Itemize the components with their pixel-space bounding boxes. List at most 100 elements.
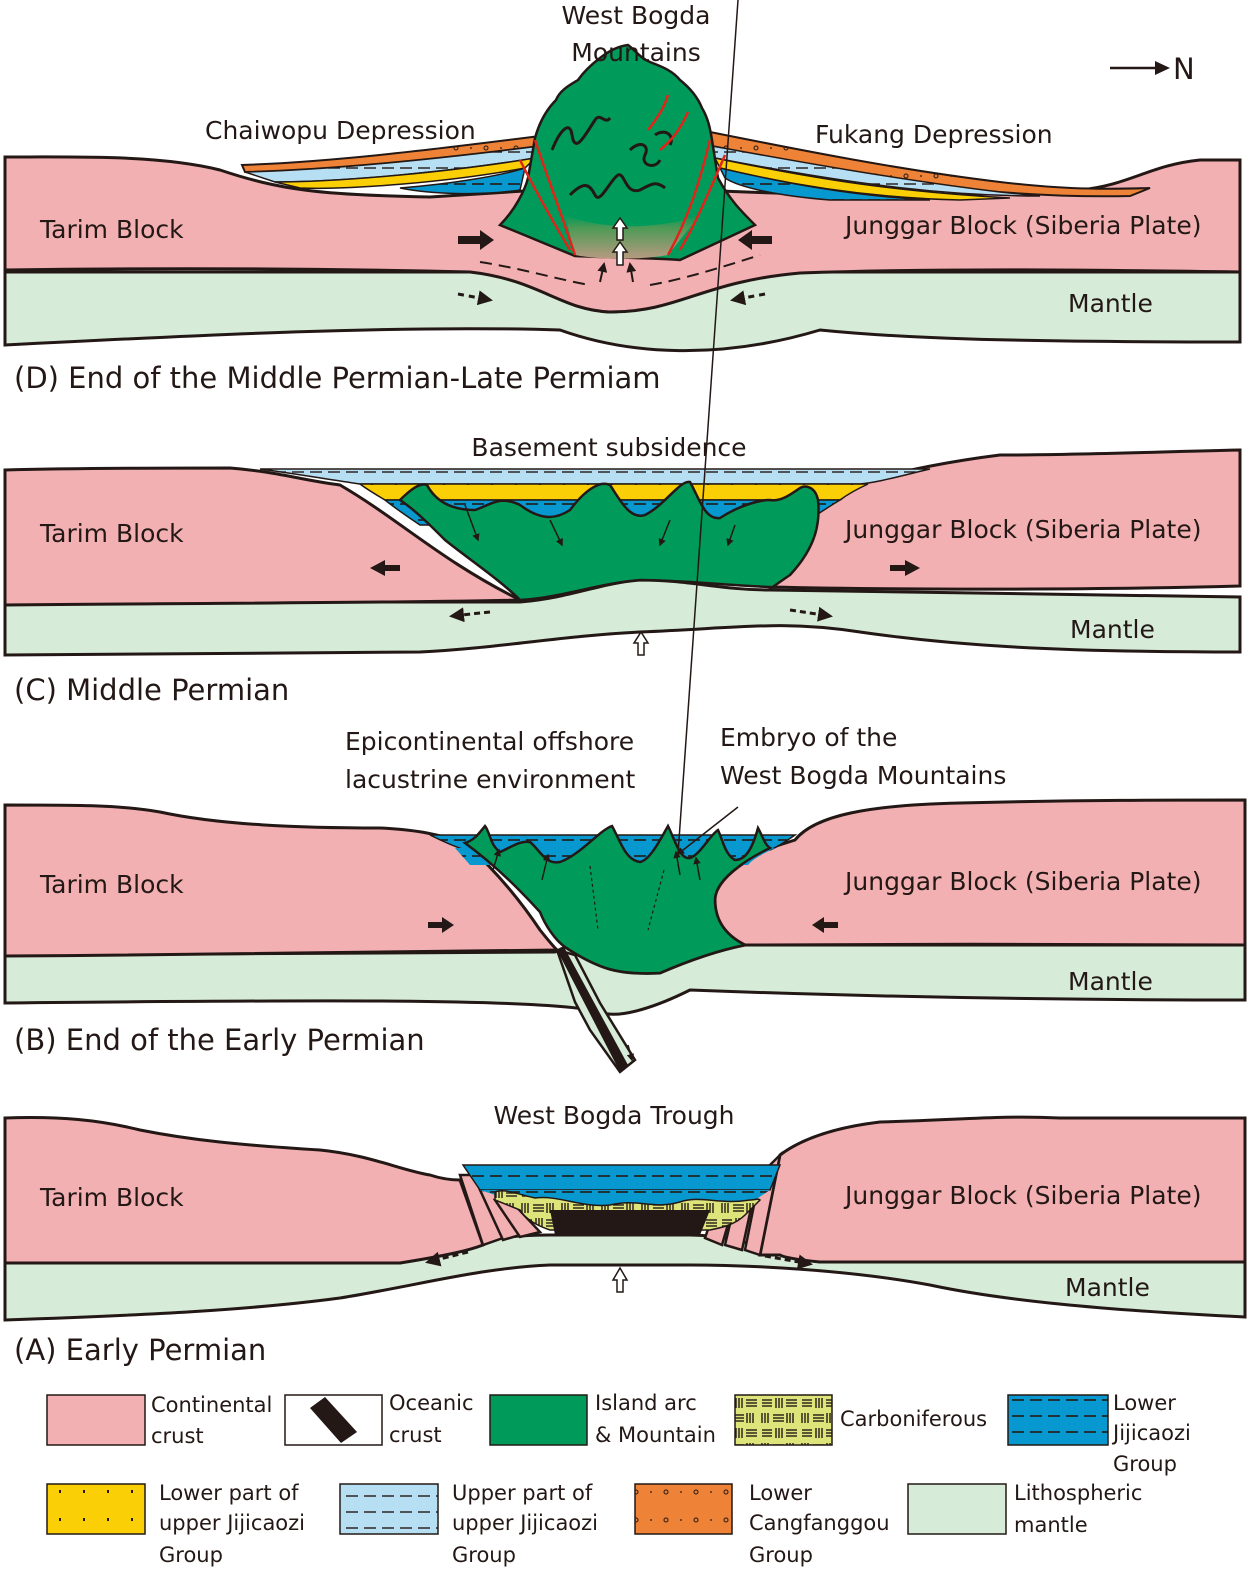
panel-d-fukang-label: Fukang Depression <box>815 120 1053 149</box>
legend-label: Jijicaozi <box>1111 1421 1191 1445</box>
legend-swatch <box>339 1483 439 1535</box>
panel-a-uplift-arrow-icon <box>611 1266 629 1293</box>
legend-label: crust <box>151 1424 204 1448</box>
panel-d-blue-left <box>399 166 527 195</box>
panel-b-thrust-faults <box>492 848 701 1062</box>
panel-a-trough-label: West Bogda Trough <box>493 1101 734 1130</box>
legend-label: Lower <box>749 1481 812 1505</box>
legend-item-lower-jijicaozi: Lower Jijicaozi Group <box>1007 1391 1191 1476</box>
panel-c-mantle-flow <box>449 606 833 623</box>
legend-label: Group <box>452 1543 516 1567</box>
panel-a-lake <box>461 1164 782 1191</box>
panel-c-extension-arrows <box>370 560 920 576</box>
panel-d-mantle-label: Mantle <box>1068 289 1153 318</box>
panel-d-tarim-label: Tarim Block <box>39 215 184 244</box>
panel-c-junggar-label: Junggar Block (Siberia Plate) <box>843 515 1202 544</box>
north-arrow-head-icon <box>1155 61 1170 75</box>
panel-b-dashed-faults <box>589 865 665 931</box>
legend: Continental crust Oceanic crust Island a… <box>46 1391 1191 1567</box>
panel-b-embryo-leader <box>676 806 739 855</box>
panel-a-oceanic-crust <box>550 1210 710 1235</box>
panel-d-faults <box>518 94 727 256</box>
panel-d-folds <box>550 115 673 199</box>
legend-label: Group <box>1113 1452 1177 1476</box>
panel-c-arc <box>398 480 820 602</box>
legend-label: Upper part of <box>452 1481 593 1505</box>
panel-b-epicontinental-label-line2: lacustrine environment <box>345 765 635 794</box>
north-label: N <box>1173 52 1195 86</box>
panel-c-tarim-label: Tarim Block <box>39 519 184 548</box>
panel-d-lightblue-right <box>710 145 1041 197</box>
legend-label: Lower <box>1113 1391 1176 1415</box>
panel-c-normal-faults <box>464 504 736 547</box>
panel-c-lightblue-layer <box>259 468 931 485</box>
panel-c-basement-label: Basement subsidence <box>471 433 746 462</box>
legend-label: Island arc <box>595 1391 697 1415</box>
legend-item-carboniferous: Carboniferous <box>734 1394 987 1446</box>
panel-d-mountains-label-line2: Mountains <box>571 38 701 67</box>
panel-b-embryo-label-line2: West Bogda Mountains <box>720 761 1006 790</box>
legend-item-lower-upper-jijicaozi: Lower part of upper Jijicaozi Group <box>46 1481 305 1567</box>
panel-d: Tarim Block Junggar Block (Siberia Plate… <box>3 1 1242 395</box>
panel-c-caption: (C) Middle Permian <box>14 673 289 707</box>
legend-label: & Mountain <box>595 1423 716 1447</box>
arrow-left-icon <box>738 230 772 250</box>
legend-label: Lower part of <box>159 1481 299 1505</box>
panel-b-mantle-label: Mantle <box>1068 967 1153 996</box>
panel-d-mountain-root <box>565 215 700 259</box>
legend-item-oceanic-crust: Oceanic crust <box>284 1391 474 1447</box>
legend-swatch <box>1007 1394 1109 1446</box>
panel-c-mantle-label: Mantle <box>1070 615 1155 644</box>
panel-a-junggar-label: Junggar Block (Siberia Plate) <box>843 1181 1202 1210</box>
panel-b-compression-arrows <box>428 917 838 933</box>
panel-d-mountains-label-line1: West Bogda <box>562 1 711 30</box>
panel-d-blue-right <box>718 166 931 201</box>
panel-a-lake-lower <box>480 1190 770 1206</box>
legend-swatch <box>46 1483 146 1535</box>
panel-d-chaiwopu-label: Chaiwopu Depression <box>205 116 476 145</box>
legend-label: upper Jijicaozi <box>452 1511 598 1535</box>
panel-d-flow-lines <box>457 254 766 306</box>
legend-label: Oceanic <box>389 1391 474 1415</box>
panel-b: Epicontinental offshore lacustrine envir… <box>3 0 1247 1074</box>
panel-b-epicontinental-label-line1: Epicontinental offshore <box>345 727 634 756</box>
panel-c: Basement subsidence Tarim Block Junggar … <box>3 433 1242 707</box>
panel-b-caption: (B) End of the Early Permian <box>14 1023 425 1057</box>
panel-a: West Bogda Trough Tarim Block Junggar Bl… <box>3 1101 1247 1367</box>
legend-label: Continental <box>151 1393 272 1417</box>
panel-a-mantle-label: Mantle <box>1065 1273 1150 1302</box>
panel-a-left-crust <box>3 1116 485 1265</box>
legend-label: Group <box>159 1543 223 1567</box>
arrow-left-icon <box>370 560 400 576</box>
legend-item-lower-cangfanggou: Lower Cangfanggou Group <box>634 1481 890 1567</box>
legend-label: Group <box>749 1543 813 1567</box>
panel-d-compression-arrows <box>458 230 772 250</box>
legend-swatch <box>734 1394 833 1446</box>
panel-a-mantle <box>3 1233 1247 1322</box>
arrow-right-icon <box>458 230 494 250</box>
panel-b-embryo-label-line1: Embryo of the <box>720 723 897 752</box>
panel-a-tarim-label: Tarim Block <box>39 1183 184 1212</box>
legend-item-island-arc: Island arc & Mountain <box>489 1391 716 1447</box>
legend-swatch <box>46 1394 146 1446</box>
legend-item-continental-crust: Continental crust <box>46 1393 272 1448</box>
panel-b-oceanic-slab <box>557 947 628 1072</box>
panel-b-junggar-label: Junggar Block (Siberia Plate) <box>843 867 1202 896</box>
oceanic-slab-icon <box>310 1397 357 1443</box>
panel-d-uplift-arrows <box>611 216 629 266</box>
panel-d-caption: (D) End of the Middle Permian-Late Permi… <box>14 361 661 395</box>
legend-label: crust <box>389 1423 442 1447</box>
panel-b-tarim-label: Tarim Block <box>39 870 184 899</box>
north-arrow: N <box>1110 52 1195 86</box>
panel-c-uplift-arrow-icon <box>632 630 650 656</box>
panel-a-caption: (A) Early Permian <box>14 1333 266 1367</box>
legend-label: Cangfanggou <box>749 1511 890 1535</box>
arrow-left-icon <box>812 917 838 933</box>
arrow-right-icon <box>428 917 454 933</box>
panel-a-right-crust <box>758 1115 1247 1264</box>
legend-item-upper-upper-jijicaozi: Upper part of upper Jijicaozi Group <box>339 1481 598 1567</box>
legend-swatch <box>907 1483 1007 1535</box>
legend-swatch <box>634 1483 733 1535</box>
legend-label: Carboniferous <box>840 1407 987 1431</box>
